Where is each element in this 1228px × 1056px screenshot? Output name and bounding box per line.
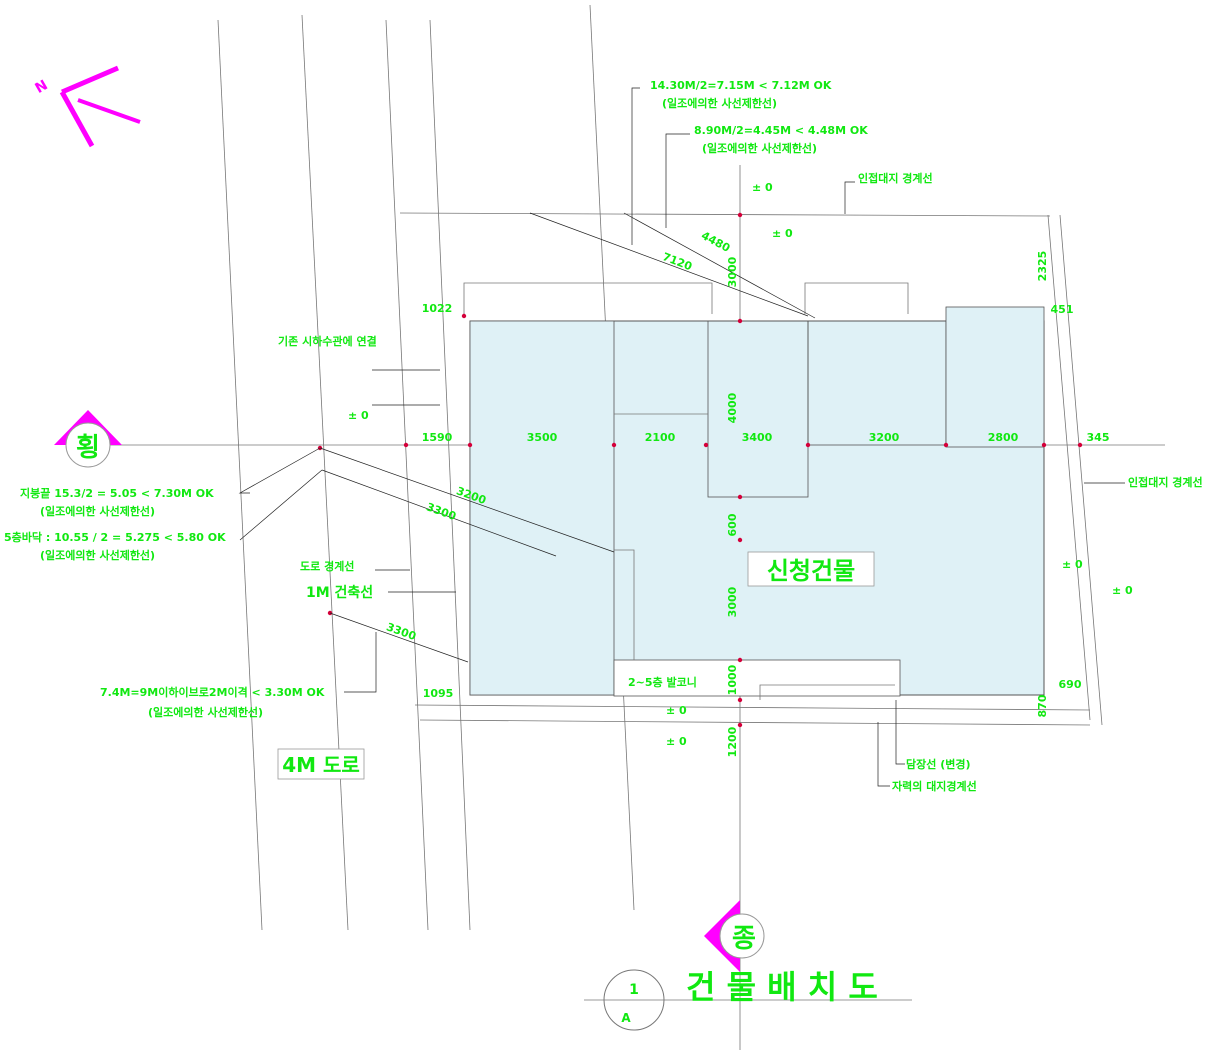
drawing-title: 건 물 배 치 도 bbox=[686, 968, 878, 1006]
fence-line-note: 담장선 (변경) bbox=[906, 757, 970, 771]
dim-v-0: 3000 bbox=[726, 256, 739, 287]
horizontal-dimensions: 1590 3500 2100 3400 3200 2800 345 1022 1… bbox=[422, 302, 1110, 700]
dim-left-offset-1: 1095 bbox=[423, 687, 454, 700]
dim-v-5: 1200 bbox=[726, 726, 739, 757]
level-mark-5: ± 0 bbox=[666, 704, 687, 717]
level-mark-4: ± 0 bbox=[1112, 584, 1133, 597]
neighbor-boundary-right: 인접대지 경계선 bbox=[1128, 475, 1203, 489]
dim-h-4: 3200 bbox=[869, 431, 900, 444]
dim-diag-2: 3300 bbox=[425, 500, 459, 523]
section-marker-bottom: A bbox=[621, 1011, 631, 1025]
dim-diag-4: 3300 bbox=[385, 620, 419, 643]
vertical-dimensions: 3000 4000 600 3000 1000 1200 2325 451 69… bbox=[726, 251, 1082, 758]
dim-h-1: 3500 bbox=[527, 431, 558, 444]
annotations: 14.30M/2=7.15M < 7.12M OK (일조에의한 사선제한선) … bbox=[4, 79, 1203, 793]
bottom-left-note-line1: 7.4M=9M이하이브로2M이격 < 3.30M OK bbox=[100, 685, 325, 699]
building-line-note: 1M 건축선 bbox=[306, 584, 373, 601]
road-label: 4M 도로 bbox=[277, 748, 365, 780]
north-label: N bbox=[33, 77, 51, 97]
building-name: 신청건물 bbox=[767, 557, 855, 585]
dim-v-1: 4000 bbox=[726, 392, 739, 423]
setback-note-2-line2: (일조에의한 사선제한선) bbox=[702, 141, 817, 155]
balcony-note: 2~5층 발코니 bbox=[628, 675, 697, 689]
left-note-2-line2: (일조에의한 사선제한선) bbox=[40, 548, 155, 562]
dim-left-offset-0: 1022 bbox=[422, 302, 453, 315]
title-block: 1 A 건 물 배 치 도 bbox=[584, 968, 912, 1031]
dim-right-1: 451 bbox=[1051, 303, 1074, 316]
level-mark-3: ± 0 bbox=[1062, 558, 1083, 571]
left-note-2-line1: 5층바닥 : 10.55 / 2 = 5.275 < 5.80 OK bbox=[4, 530, 226, 544]
dim-h-6: 345 bbox=[1087, 431, 1110, 444]
level-mark-1: ± 0 bbox=[772, 227, 793, 240]
south-direction-marker: 종 bbox=[704, 900, 765, 972]
west-label: 횡 bbox=[76, 433, 100, 463]
road-boundary-note: 도로 경계선 bbox=[300, 559, 354, 573]
building-label: 신청건물 bbox=[747, 551, 875, 587]
dim-h-3: 3400 bbox=[742, 431, 773, 444]
section-marker-top: 1 bbox=[629, 982, 639, 998]
dim-v-4: 1000 bbox=[726, 664, 739, 695]
level-marks: ± 0 ± 0 ± 0 ± 0 ± 0 ± 0 ± 0 bbox=[348, 181, 1133, 748]
dim-diag-0: 7120 bbox=[661, 250, 695, 273]
setback-note-2-line1: 8.90M/2=4.45M < 4.48M OK bbox=[694, 124, 868, 137]
level-mark-2: ± 0 bbox=[348, 409, 369, 422]
leader-lines bbox=[238, 87, 1125, 787]
south-label: 종 bbox=[732, 924, 756, 954]
level-mark-6: ± 0 bbox=[666, 735, 687, 748]
west-direction-marker: 횡 bbox=[54, 410, 122, 468]
new-building-footprint bbox=[463, 282, 1045, 700]
dim-h-5: 2800 bbox=[988, 431, 1019, 444]
setback-note-1-line2: (일조에의한 사선제한선) bbox=[662, 96, 777, 110]
setback-lines bbox=[319, 212, 816, 663]
dim-v-3: 3000 bbox=[726, 586, 739, 617]
bottom-left-note-line2: (일조에의한 사선제한선) bbox=[148, 705, 263, 719]
dimension-points bbox=[317, 212, 1083, 728]
own-lot-line-note: 자력의 대지경계선 bbox=[892, 779, 977, 793]
dim-h-2: 2100 bbox=[645, 431, 676, 444]
left-note-1-line2: (일조에의한 사선제한선) bbox=[40, 504, 155, 518]
existing-sewer-note: 기존 시하수관에 연결 bbox=[278, 334, 377, 348]
level-mark-0: ± 0 bbox=[752, 181, 773, 194]
dim-v-2: 600 bbox=[726, 513, 739, 536]
neighbor-boundary-top: 인접대지 경계선 bbox=[858, 171, 933, 185]
dim-right-3: 870 bbox=[1036, 694, 1049, 717]
dim-right-2: 690 bbox=[1059, 678, 1082, 691]
dim-h-0: 1590 bbox=[422, 431, 453, 444]
dim-right-0: 2325 bbox=[1036, 251, 1049, 282]
left-note-1-line1: 지붕끝 15.3/2 = 5.05 < 7.30M OK bbox=[20, 486, 214, 500]
dim-diag-1: 4480 bbox=[699, 229, 732, 255]
setback-note-1-line1: 14.30M/2=7.15M < 7.12M OK bbox=[650, 79, 832, 92]
road-name: 4M 도로 bbox=[282, 753, 360, 777]
north-arrow-icon: N bbox=[33, 65, 141, 148]
